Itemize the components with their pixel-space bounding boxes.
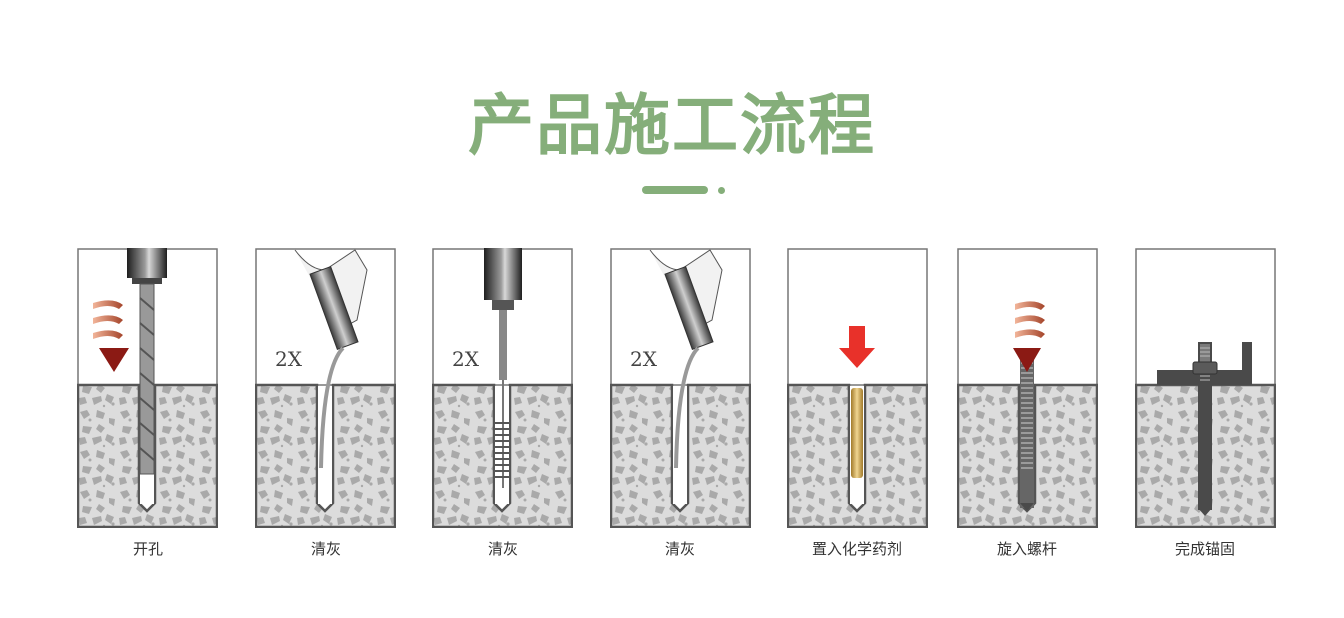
step-panel-capsule — [787, 248, 928, 528]
anchored-bolt-icon — [1135, 248, 1276, 528]
step-label: 清灰 — [487, 540, 518, 558]
step-label: 完成锚固 — [1174, 540, 1235, 558]
blower-icon: 2X — [255, 248, 396, 528]
drill-icon — [77, 248, 218, 528]
threaded-rod-icon — [957, 248, 1098, 528]
svg-text:2X: 2X — [452, 347, 480, 371]
step-panel-drill — [77, 248, 218, 528]
step-label: 清灰 — [310, 540, 341, 558]
step-label: 开孔 — [132, 540, 163, 558]
step-label: 旋入螺杆 — [996, 540, 1057, 558]
blower-icon: 2X — [610, 248, 751, 528]
page-title: 产品施工流程 — [468, 87, 876, 164]
step-panel-rod — [957, 248, 1098, 528]
step-panel-blow-2: 2X — [610, 248, 751, 528]
step-panel-anchored — [1135, 248, 1276, 528]
step-panel-blow-1: 2X — [255, 248, 396, 528]
step-label: 清灰 — [664, 540, 695, 558]
step-label: 置入化学药剂 — [811, 540, 902, 558]
title-underline-bar — [642, 186, 708, 194]
capsule-icon — [787, 248, 928, 528]
svg-text:2X: 2X — [275, 347, 303, 371]
brush-icon: 2X — [432, 248, 573, 528]
svg-text:2X: 2X — [630, 347, 658, 371]
title-underline-dot — [718, 187, 725, 194]
step-panel-brush: 2X — [432, 248, 573, 528]
